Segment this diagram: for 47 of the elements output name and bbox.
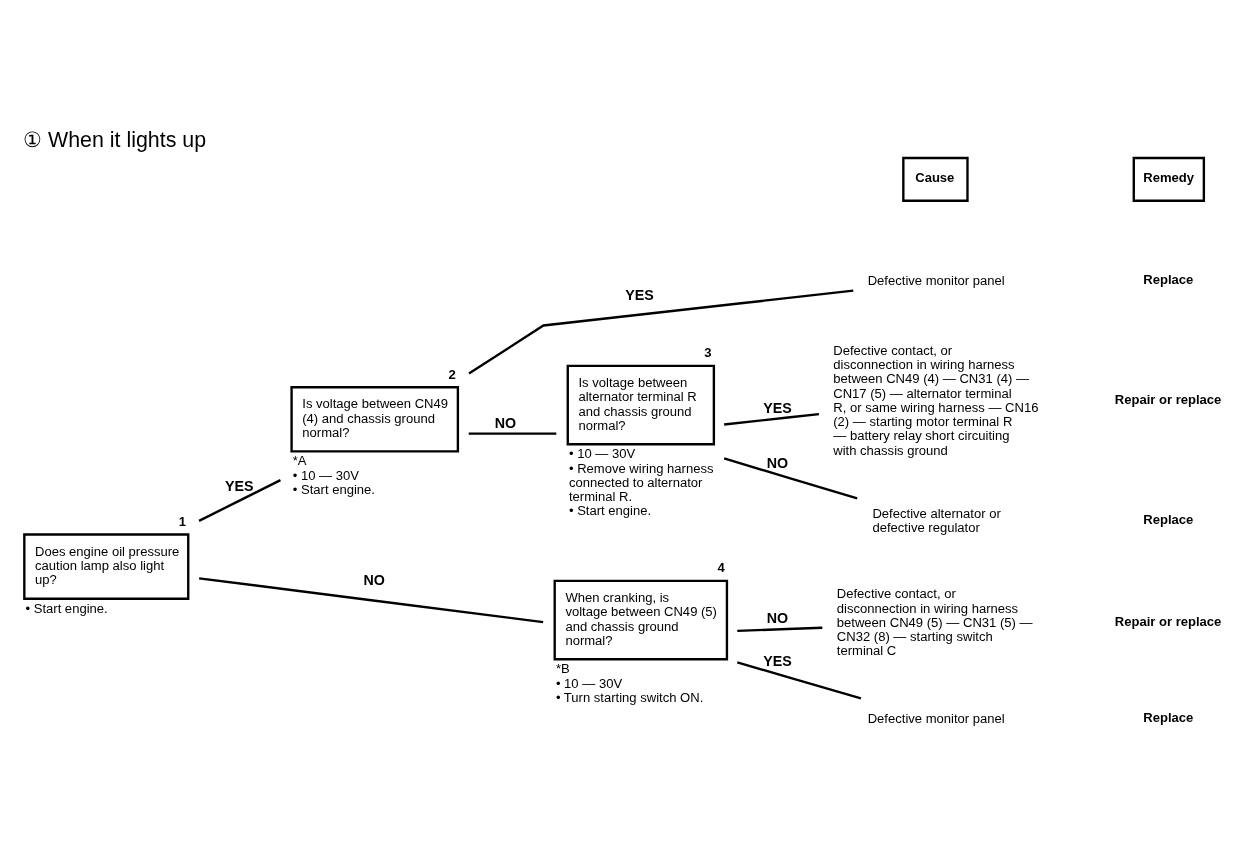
edge-label: YES xyxy=(763,652,792,669)
node-text: Defective alternator or defective regulator xyxy=(872,505,1001,535)
node-label: • Start engine. xyxy=(292,481,375,497)
node-box: Is voltage between CN49 (4) and chassis ground normal? xyxy=(290,386,460,453)
node-label: • Start engine. xyxy=(568,503,652,519)
edge-label: YES xyxy=(625,287,654,304)
node-text: Defective contact, or disconnection in wiring harness between CN49 (4) — CN31 (4) — CN17 (5) — alternator terminal R, or same wiring harness — CN16 (2) — starting motor terminal R — battery relay short circuiting with chassis ground xyxy=(833,342,1039,458)
node-label: 3 xyxy=(704,345,712,361)
node-text: Defective contact, or disconnection in wiring harness between CN49 (5) — CN31 (5) — CN32 (8) — starting switch terminal C xyxy=(836,586,1033,659)
connector xyxy=(199,577,544,624)
connector xyxy=(198,479,281,522)
node-label: • Start engine. xyxy=(25,600,108,616)
connector xyxy=(468,432,557,435)
label: Replace xyxy=(1143,511,1194,527)
diagram-title: ① When it lights up xyxy=(23,127,207,152)
connector xyxy=(737,626,823,633)
label: Remedy xyxy=(1143,169,1195,185)
label: Replace xyxy=(1143,710,1194,726)
label: Repair or replace xyxy=(1114,391,1222,407)
node-label: 4 xyxy=(717,560,725,576)
connector xyxy=(468,289,854,375)
edge-label: YES xyxy=(763,399,792,416)
node-label: 2 xyxy=(448,366,456,382)
node-box: When cranking, is voltage between CN49 (5) and chassis ground normal? xyxy=(553,579,729,661)
label: Replace xyxy=(1143,271,1194,287)
node-box: Does engine oil pressure caution lamp also light up? xyxy=(23,533,190,600)
node-text: Defective monitor panel xyxy=(867,272,1005,288)
label: Repair or replace xyxy=(1114,613,1222,629)
node-label: *B xyxy=(555,661,570,677)
node-label: • 10 — 30V xyxy=(568,446,636,462)
node-text: Defective monitor panel xyxy=(867,711,1005,727)
edge-label: NO xyxy=(363,572,385,589)
node-label: *A xyxy=(292,453,307,469)
node-box: Is voltage between alternator terminal R and chassis ground normal? xyxy=(566,364,716,446)
edge-label: YES xyxy=(225,478,254,495)
edge-label: NO xyxy=(766,610,789,627)
node-label: • Turn starting switch ON. xyxy=(555,689,704,705)
node-label: 1 xyxy=(178,514,187,530)
node-label: • Remove wiring harness connected to alternator terminal R. xyxy=(568,460,714,505)
node-label: • 10 — 30V xyxy=(292,467,359,483)
edge-label: NO xyxy=(766,454,789,471)
connector xyxy=(723,457,858,500)
edge-label: NO xyxy=(494,415,517,432)
connector xyxy=(724,412,820,426)
connector xyxy=(736,661,862,700)
node-label: • 10 — 30V xyxy=(555,675,623,691)
label: Cause xyxy=(915,169,955,185)
